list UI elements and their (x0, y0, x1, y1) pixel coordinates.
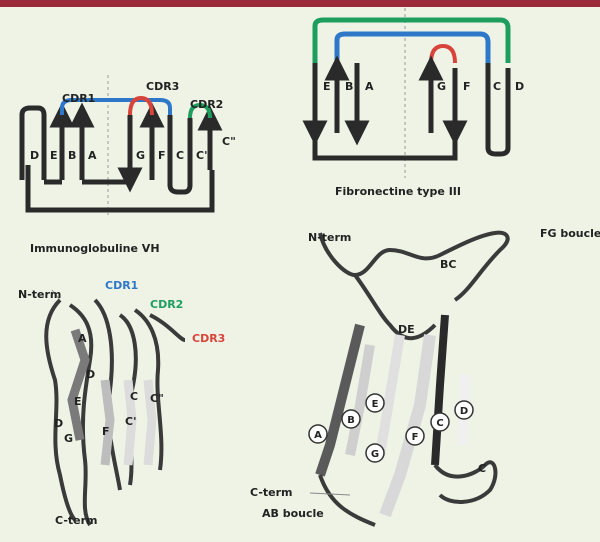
strand-badge-label: B (347, 415, 355, 426)
ribbon-sheet (67, 328, 90, 441)
ribbon-loop (318, 474, 376, 527)
vh-struct-strand-label: F (102, 425, 110, 438)
vh-cdr2-label: CDR2 (190, 98, 223, 111)
ribbon-loop (433, 460, 498, 504)
ribbon-loop (353, 273, 437, 341)
vh-strand-label: G (136, 149, 145, 162)
fn3-struct-strand-label: C (478, 462, 486, 475)
vh-struct-strand-label: C (130, 390, 138, 403)
vh-topology-caption: Immunoglobuline VH (30, 242, 160, 255)
strand-badge: C (430, 412, 450, 432)
strand-badge-label: F (412, 432, 419, 443)
fn3-strand-label: G (437, 80, 446, 93)
strand-badge-label: E (372, 399, 379, 410)
vh-struct-strand-label: C' (125, 415, 136, 428)
vh-structure-panel: N-term CDR1 CDR2 CDR3 A D E D G F C C' C… (0, 270, 250, 542)
vh-cdr3-label: CDR3 (146, 80, 179, 93)
ribbon-loop (149, 313, 186, 342)
vh-structure-diagram: N-term CDR1 CDR2 CDR3 A D E D G F C C' C… (18, 279, 225, 527)
fn3-ab-loop-label: AB boucle (262, 507, 324, 520)
strand-badge: F (405, 426, 425, 446)
vh-strand-label: E (50, 149, 58, 162)
vh-strand-label: C" (222, 135, 236, 148)
vh-strand-label: C' (196, 149, 207, 162)
ribbon-sheet (375, 334, 405, 456)
vh-struct-strand-label: D (54, 417, 63, 430)
ribbon-sheet (315, 323, 365, 477)
top-accent-bar (0, 0, 600, 7)
vh-topology-diagram: CDR1 CDR3 CDR2 D E B A G F C C' C" Immun… (19, 75, 236, 255)
strand-badge: E (365, 393, 385, 413)
fn3-structure-panel: N-term FG boucle BC DE A B E G F C D C C… (250, 215, 600, 542)
ribbon-strand (44, 298, 77, 522)
fg-loop (312, 17, 511, 63)
vh-struct-strand-label: E (74, 395, 82, 408)
vh-strand-label: B (68, 149, 76, 162)
strand-badge-label: C (436, 418, 443, 429)
vh-struct-strand-label: G (64, 432, 73, 445)
ribbon-sheet (143, 379, 157, 466)
fn3-topology-panel: E B A G F C D Fibronectine type III (285, 8, 545, 208)
fn3-topology-diagram: E B A G F C D Fibronectine type III (302, 8, 524, 198)
fn3-bc-label: BC (440, 258, 456, 271)
cdr3-loop (128, 95, 154, 116)
cterm-pointer (309, 492, 351, 496)
vh-topology-panel: CDR1 CDR3 CDR2 D E B A G F C C' C" Immun… (0, 70, 250, 265)
ribbon-sheet (123, 379, 137, 466)
strand-badge: G (365, 443, 385, 463)
fn3-cterm-label: C-term (250, 486, 293, 499)
strand-badge: D (454, 400, 474, 420)
strand-c-cprime (167, 115, 193, 195)
bc-loop (334, 31, 491, 63)
ribbon-sheet (345, 344, 375, 456)
fn3-strand-label: C (493, 80, 501, 93)
bottom-connector (25, 165, 215, 213)
vh-strand-label: F (158, 149, 166, 162)
strand-d-e (19, 105, 47, 180)
ribbon-strand (68, 303, 94, 527)
strand-c-d (485, 63, 511, 157)
strand-badge-label: A (314, 430, 322, 441)
strand-badge-label: G (371, 449, 379, 460)
fn3-fg-loop-label: FG boucle (540, 227, 600, 240)
fn3-strand-label: B (345, 80, 353, 93)
vh-struct-strand-label: D (86, 368, 95, 381)
vh-cdr2-label: CDR2 (150, 298, 183, 311)
nterm-pointer (51, 289, 61, 301)
vh-strand-label: A (88, 149, 97, 162)
vh-struct-strand-label: A (78, 332, 87, 345)
vh-strand-label: C (176, 149, 184, 162)
cdr3-like-loop (429, 43, 457, 64)
bottom-connector (312, 136, 458, 161)
strand-badge: B (341, 409, 361, 429)
vh-nterm-label: N-term (18, 288, 61, 301)
fn3-structure-diagram: N-term FG boucle BC DE A B E G F C D C C… (250, 227, 600, 527)
cdr1-loop (60, 98, 172, 115)
fn3-strand-label: A (365, 80, 374, 93)
fn3-topology-caption: Fibronectine type III (335, 185, 461, 198)
vh-cdr1-label: CDR1 (62, 92, 95, 105)
ribbon-sheet (100, 379, 115, 466)
vh-cdr3-label: CDR3 (192, 332, 225, 345)
vh-strand-label: D (30, 149, 39, 162)
vh-cdr1-label: CDR1 (105, 279, 138, 292)
ribbon-strand (133, 308, 164, 471)
vh-cterm-label: C-term (55, 514, 98, 527)
fn3-strand-label: D (515, 80, 524, 93)
fn3-de-label: DE (398, 323, 415, 336)
strand-badge: A (308, 424, 328, 444)
strand-badge-label: D (460, 406, 468, 417)
fn3-strand-label: E (323, 80, 331, 93)
vh-struct-strand-label: C" (150, 392, 164, 405)
cdr2-loop (188, 102, 212, 119)
ribbon-sheet (431, 314, 449, 466)
fn3-nterm-label: N-term (308, 231, 351, 244)
fn3-strand-label: F (463, 80, 471, 93)
